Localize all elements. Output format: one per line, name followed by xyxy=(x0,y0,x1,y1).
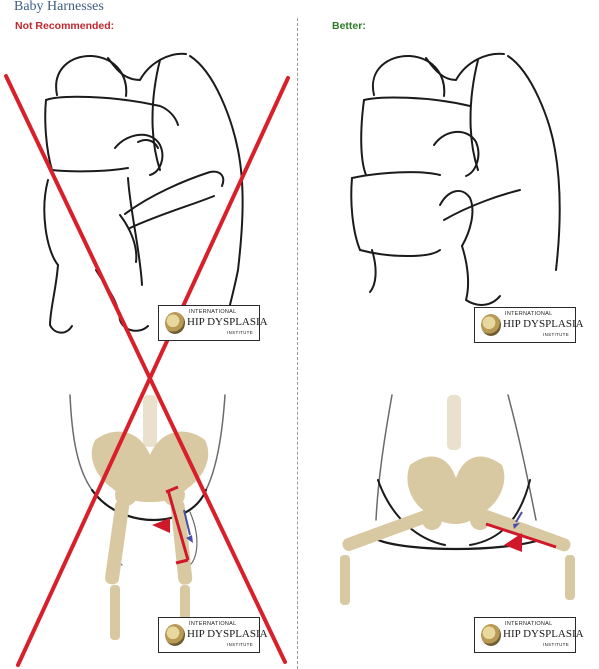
hip-dysplasia-logo: INTERNATIONAL HIP DYSPLASIA INSTITUTE xyxy=(158,305,268,341)
hip-logo-icon xyxy=(481,624,501,646)
page-title: Baby Harnesses xyxy=(14,0,104,14)
column-divider xyxy=(297,18,298,669)
hip-dysplasia-logo: INTERNATIONAL HIP DYSPLASIA INSTITUTE xyxy=(158,617,268,653)
better-label: Better: xyxy=(332,20,366,32)
hip-dysplasia-logo: INTERNATIONAL HIP DYSPLASIA INSTITUTE xyxy=(474,307,584,343)
hip-logo-icon xyxy=(165,624,185,646)
hip-logo-icon xyxy=(165,312,185,334)
hip-logo-icon xyxy=(481,314,501,336)
not-recommended-pelvis-bones xyxy=(91,395,209,640)
better-angle-marker xyxy=(485,511,557,552)
not-recommended-carrier-illustration xyxy=(43,52,244,334)
not-recommended-cross-mark xyxy=(4,74,290,667)
not-recommended-label: Not Recommended: xyxy=(15,20,115,32)
not-recommended-angle-marker xyxy=(152,485,193,565)
better-carrier-illustration xyxy=(350,52,561,306)
hip-dysplasia-logo: INTERNATIONAL HIP DYSPLASIA INSTITUTE xyxy=(474,617,584,653)
better-pelvis-bones xyxy=(340,395,575,605)
